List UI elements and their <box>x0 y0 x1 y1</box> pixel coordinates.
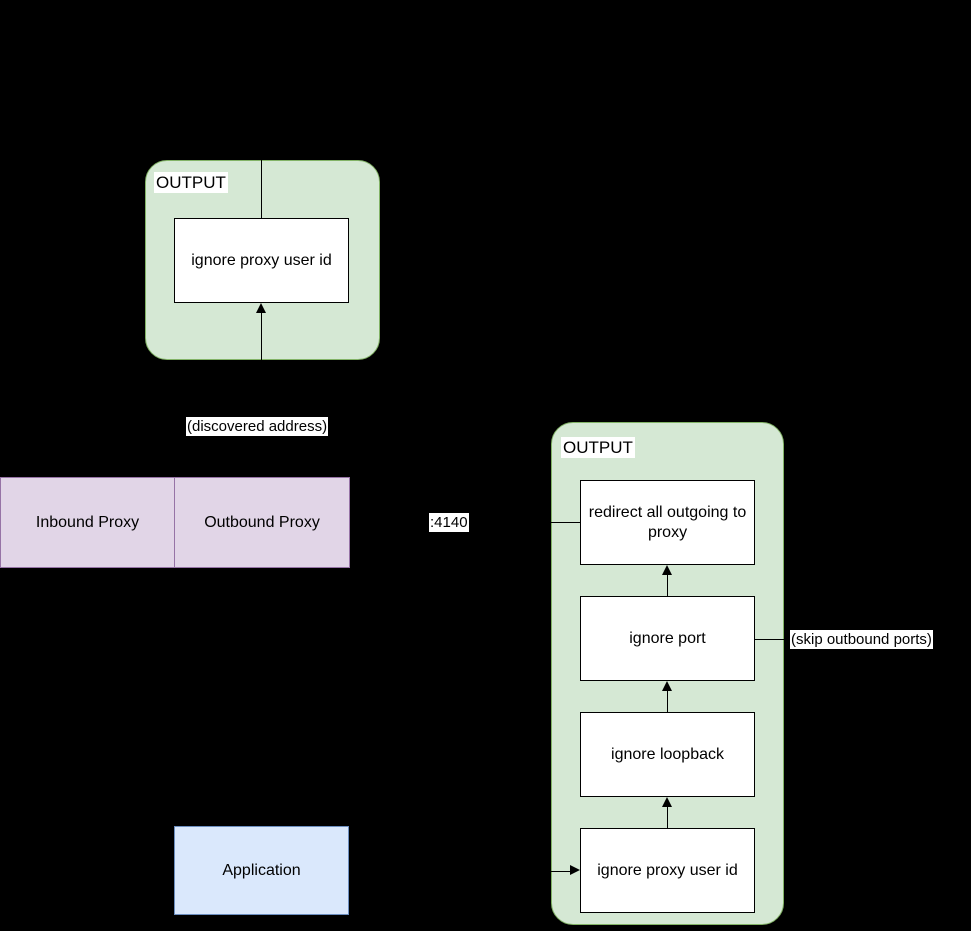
arrowhead-ignore-port-to-redirect <box>662 565 672 575</box>
edge-ignore-port-right-stub <box>754 639 785 640</box>
edge-top-group-inlet <box>261 160 262 218</box>
node-ignore-proxy-user-id[interactable]: ignore proxy user id <box>580 828 755 913</box>
node-ignore-port[interactable]: ignore port <box>580 596 755 681</box>
group-label-output-right: OUTPUT <box>561 437 635 458</box>
arrowhead-outbound-to-top-node <box>256 303 266 313</box>
edge-label-proxy-port: :4140 <box>429 513 469 532</box>
edge-ignore-loopback-to-ignore-port <box>667 691 668 712</box>
arrowhead-ignore-loopback-to-ignore-port <box>662 681 672 691</box>
group-label-output-top: OUTPUT <box>154 172 228 193</box>
node-redirect-all-outgoing-to-proxy[interactable]: redirect all outgoing to proxy <box>580 480 755 565</box>
edge-ignore-proxy-user-id-to-ignore-loopback <box>667 807 668 828</box>
node-ignore-loopback[interactable]: ignore loopback <box>580 712 755 797</box>
edge-label-skip-outbound-ports: (skip outbound ports) <box>790 630 933 649</box>
edge-outbound-to-top-node-segment <box>261 313 262 477</box>
edge-label-discovered-address: (discovered address) <box>186 417 329 436</box>
edge-into-ignore-proxy-user-id <box>551 871 571 872</box>
edge-ignore-port-to-redirect <box>667 575 668 596</box>
edge-redirect-left-stub <box>551 522 581 523</box>
node-outbound-proxy[interactable]: Outbound Proxy <box>174 477 350 568</box>
node-application[interactable]: Application <box>174 826 349 915</box>
node-top-ignore-proxy-user-id[interactable]: ignore proxy user id <box>174 218 349 303</box>
node-inbound-proxy[interactable]: Inbound Proxy <box>0 477 175 568</box>
arrowhead-into-ignore-proxy-user-id <box>570 865 580 875</box>
arrowhead-ignore-proxy-user-id-to-ignore-loopback <box>662 797 672 807</box>
